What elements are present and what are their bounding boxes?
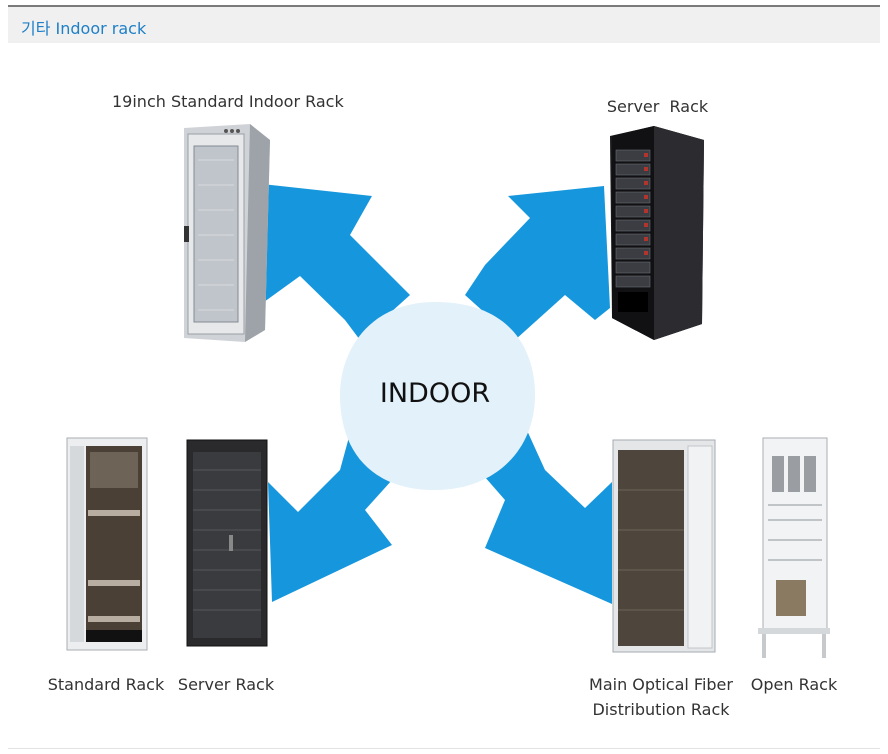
footer-rule [8,748,880,749]
label-server-rack-bottom: Server Rack [177,675,275,694]
label-standard-rack: Standard Rack [47,675,165,694]
rack-19inch-standard-indoor [184,124,270,342]
rack-server-bottom [186,439,268,647]
label-server-rack-top: Server Rack [606,97,709,116]
label-19inch-standard-indoor-rack: 19inch Standard Indoor Rack [112,92,344,111]
section-header: 기타 Indoor rack [8,7,880,43]
center-label-indoor: INDOOR [379,378,491,409]
label-main-optical-fiber-line1: Main Optical Fiber [589,675,733,694]
rack-main-optical-fiber [612,439,716,653]
rack-standard [66,437,148,651]
arrow-top-right [465,186,610,340]
header-top-rule [8,5,880,7]
rack-server-top [610,126,704,340]
section-title: 기타 Indoor rack [21,19,147,38]
label-main-optical-fiber-line2: Distribution Rack [592,700,730,719]
label-open-rack: Open Rack [750,675,838,694]
arrow-top-left [262,184,410,340]
rack-open [758,437,830,658]
center-circle [340,302,535,490]
